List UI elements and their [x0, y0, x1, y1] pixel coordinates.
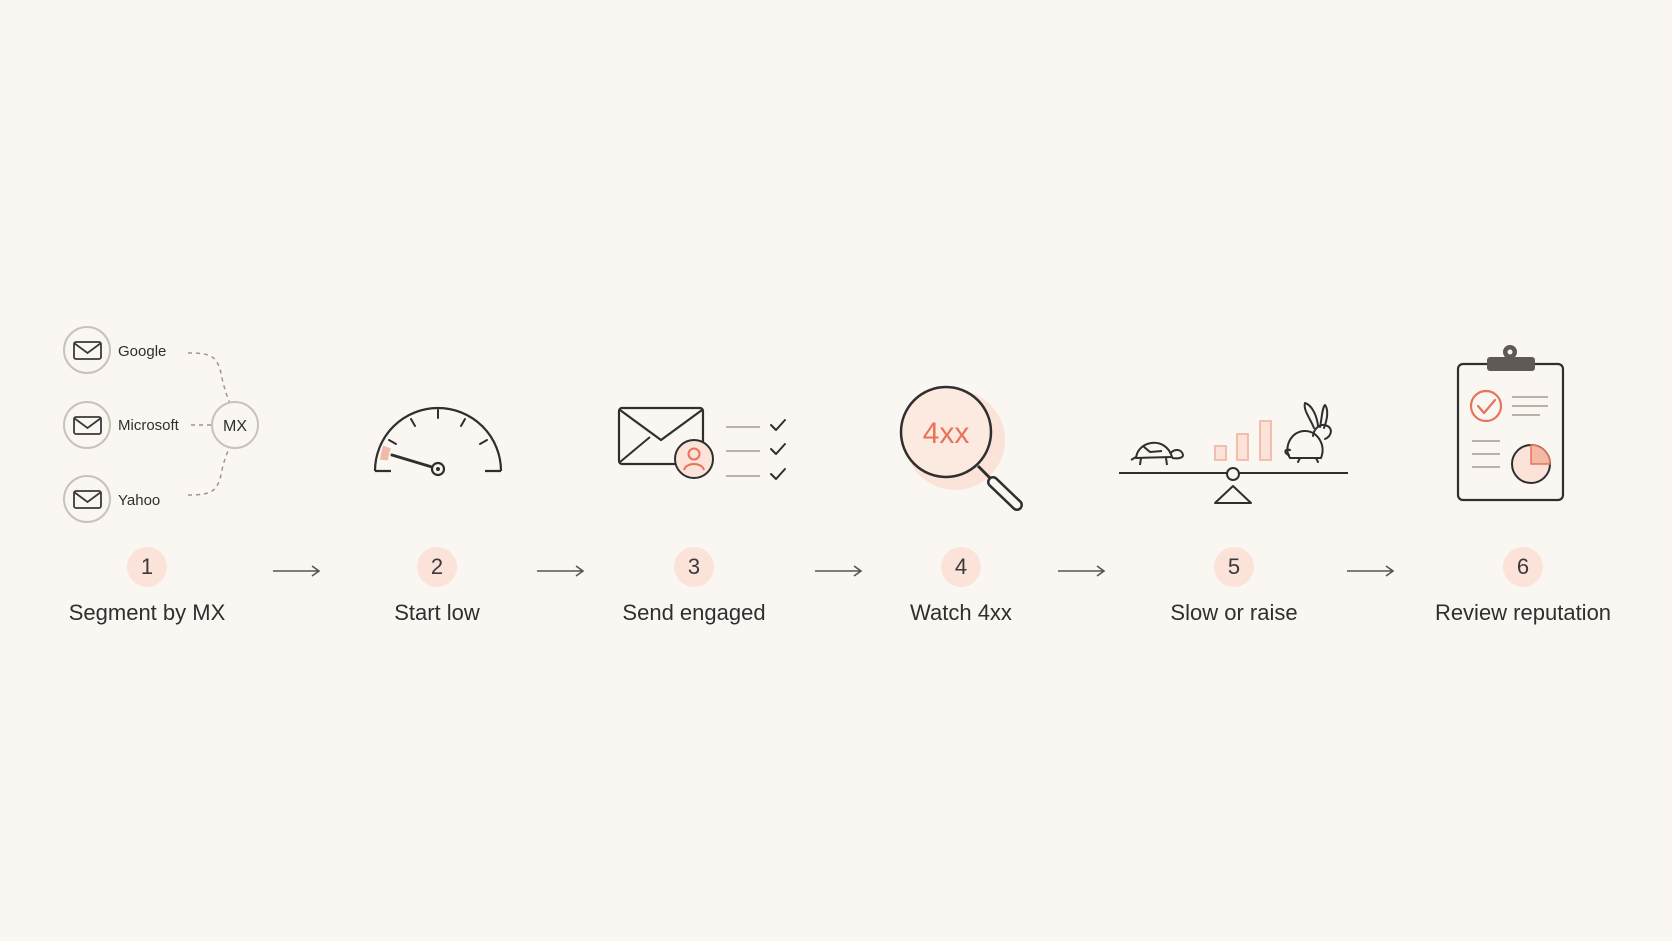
step-4: 4 Watch 4xx: [841, 547, 1081, 626]
step-number: 1: [127, 547, 167, 587]
step-number: 3: [674, 547, 714, 587]
checklist-icon: [726, 419, 786, 480]
fulcrum-icon: [1214, 467, 1252, 504]
user-avatar-icon: [674, 439, 714, 479]
step-number: 6: [1503, 547, 1543, 587]
step-1: 1 Segment by MX: [27, 547, 267, 626]
step-6: 6 Review reputation: [1403, 547, 1643, 626]
turtle-icon: [1130, 441, 1184, 466]
rabbit-icon: [1284, 402, 1332, 463]
step-label: Segment by MX: [68, 600, 226, 625]
envelope-icon: [73, 341, 102, 360]
step-label: Watch 4xx: [910, 600, 1012, 625]
step-number: 5: [1214, 547, 1254, 587]
step-2: 2 Start low: [317, 547, 557, 626]
envelope-icon: [73, 490, 102, 509]
segment-by-mx-illustration: Google Microsoft Yahoo: [63, 326, 259, 523]
step-label: Send engaged: [622, 600, 766, 625]
step-5: 5 Slow or raise: [1114, 547, 1354, 626]
check-circle-icon: [1469, 389, 1503, 423]
bar-chart-icon: [1214, 420, 1272, 461]
arrow-right-icon: [537, 565, 585, 577]
provider-label-yahoo: Yahoo: [118, 492, 160, 509]
mx-hub: MX: [211, 401, 259, 449]
arrow-right-icon: [1347, 565, 1395, 577]
gauge-icon: [373, 406, 503, 477]
step-label: Start low: [394, 600, 480, 625]
mx-hub-label: MX: [223, 418, 247, 435]
error-code-label: 4xx: [923, 417, 970, 450]
step-number: 2: [417, 547, 457, 587]
envelope-icon: [73, 416, 102, 435]
provider-microsoft: Microsoft: [63, 401, 180, 449]
provider-label-microsoft: Microsoft: [118, 417, 180, 434]
send-engaged-illustration: [617, 406, 786, 480]
arrow-right-icon: [815, 565, 863, 577]
arrow-right-icon: [273, 565, 321, 577]
provider-label-google: Google: [118, 343, 166, 360]
magnifier-icon: 4xx: [899, 385, 1023, 511]
step-3: 3 Send engaged: [574, 547, 814, 626]
provider-google: Google: [63, 326, 166, 374]
slow-or-raise-illustration: [1119, 402, 1348, 504]
step-label: Review reputation: [1434, 600, 1612, 625]
step-number: 4: [941, 547, 981, 587]
arrow-right-icon: [1058, 565, 1106, 577]
step-label: Slow or raise: [1170, 600, 1298, 625]
provider-yahoo: Yahoo: [63, 475, 160, 523]
clipboard-icon: [1456, 345, 1565, 502]
pie-chart-icon: [1511, 444, 1551, 484]
